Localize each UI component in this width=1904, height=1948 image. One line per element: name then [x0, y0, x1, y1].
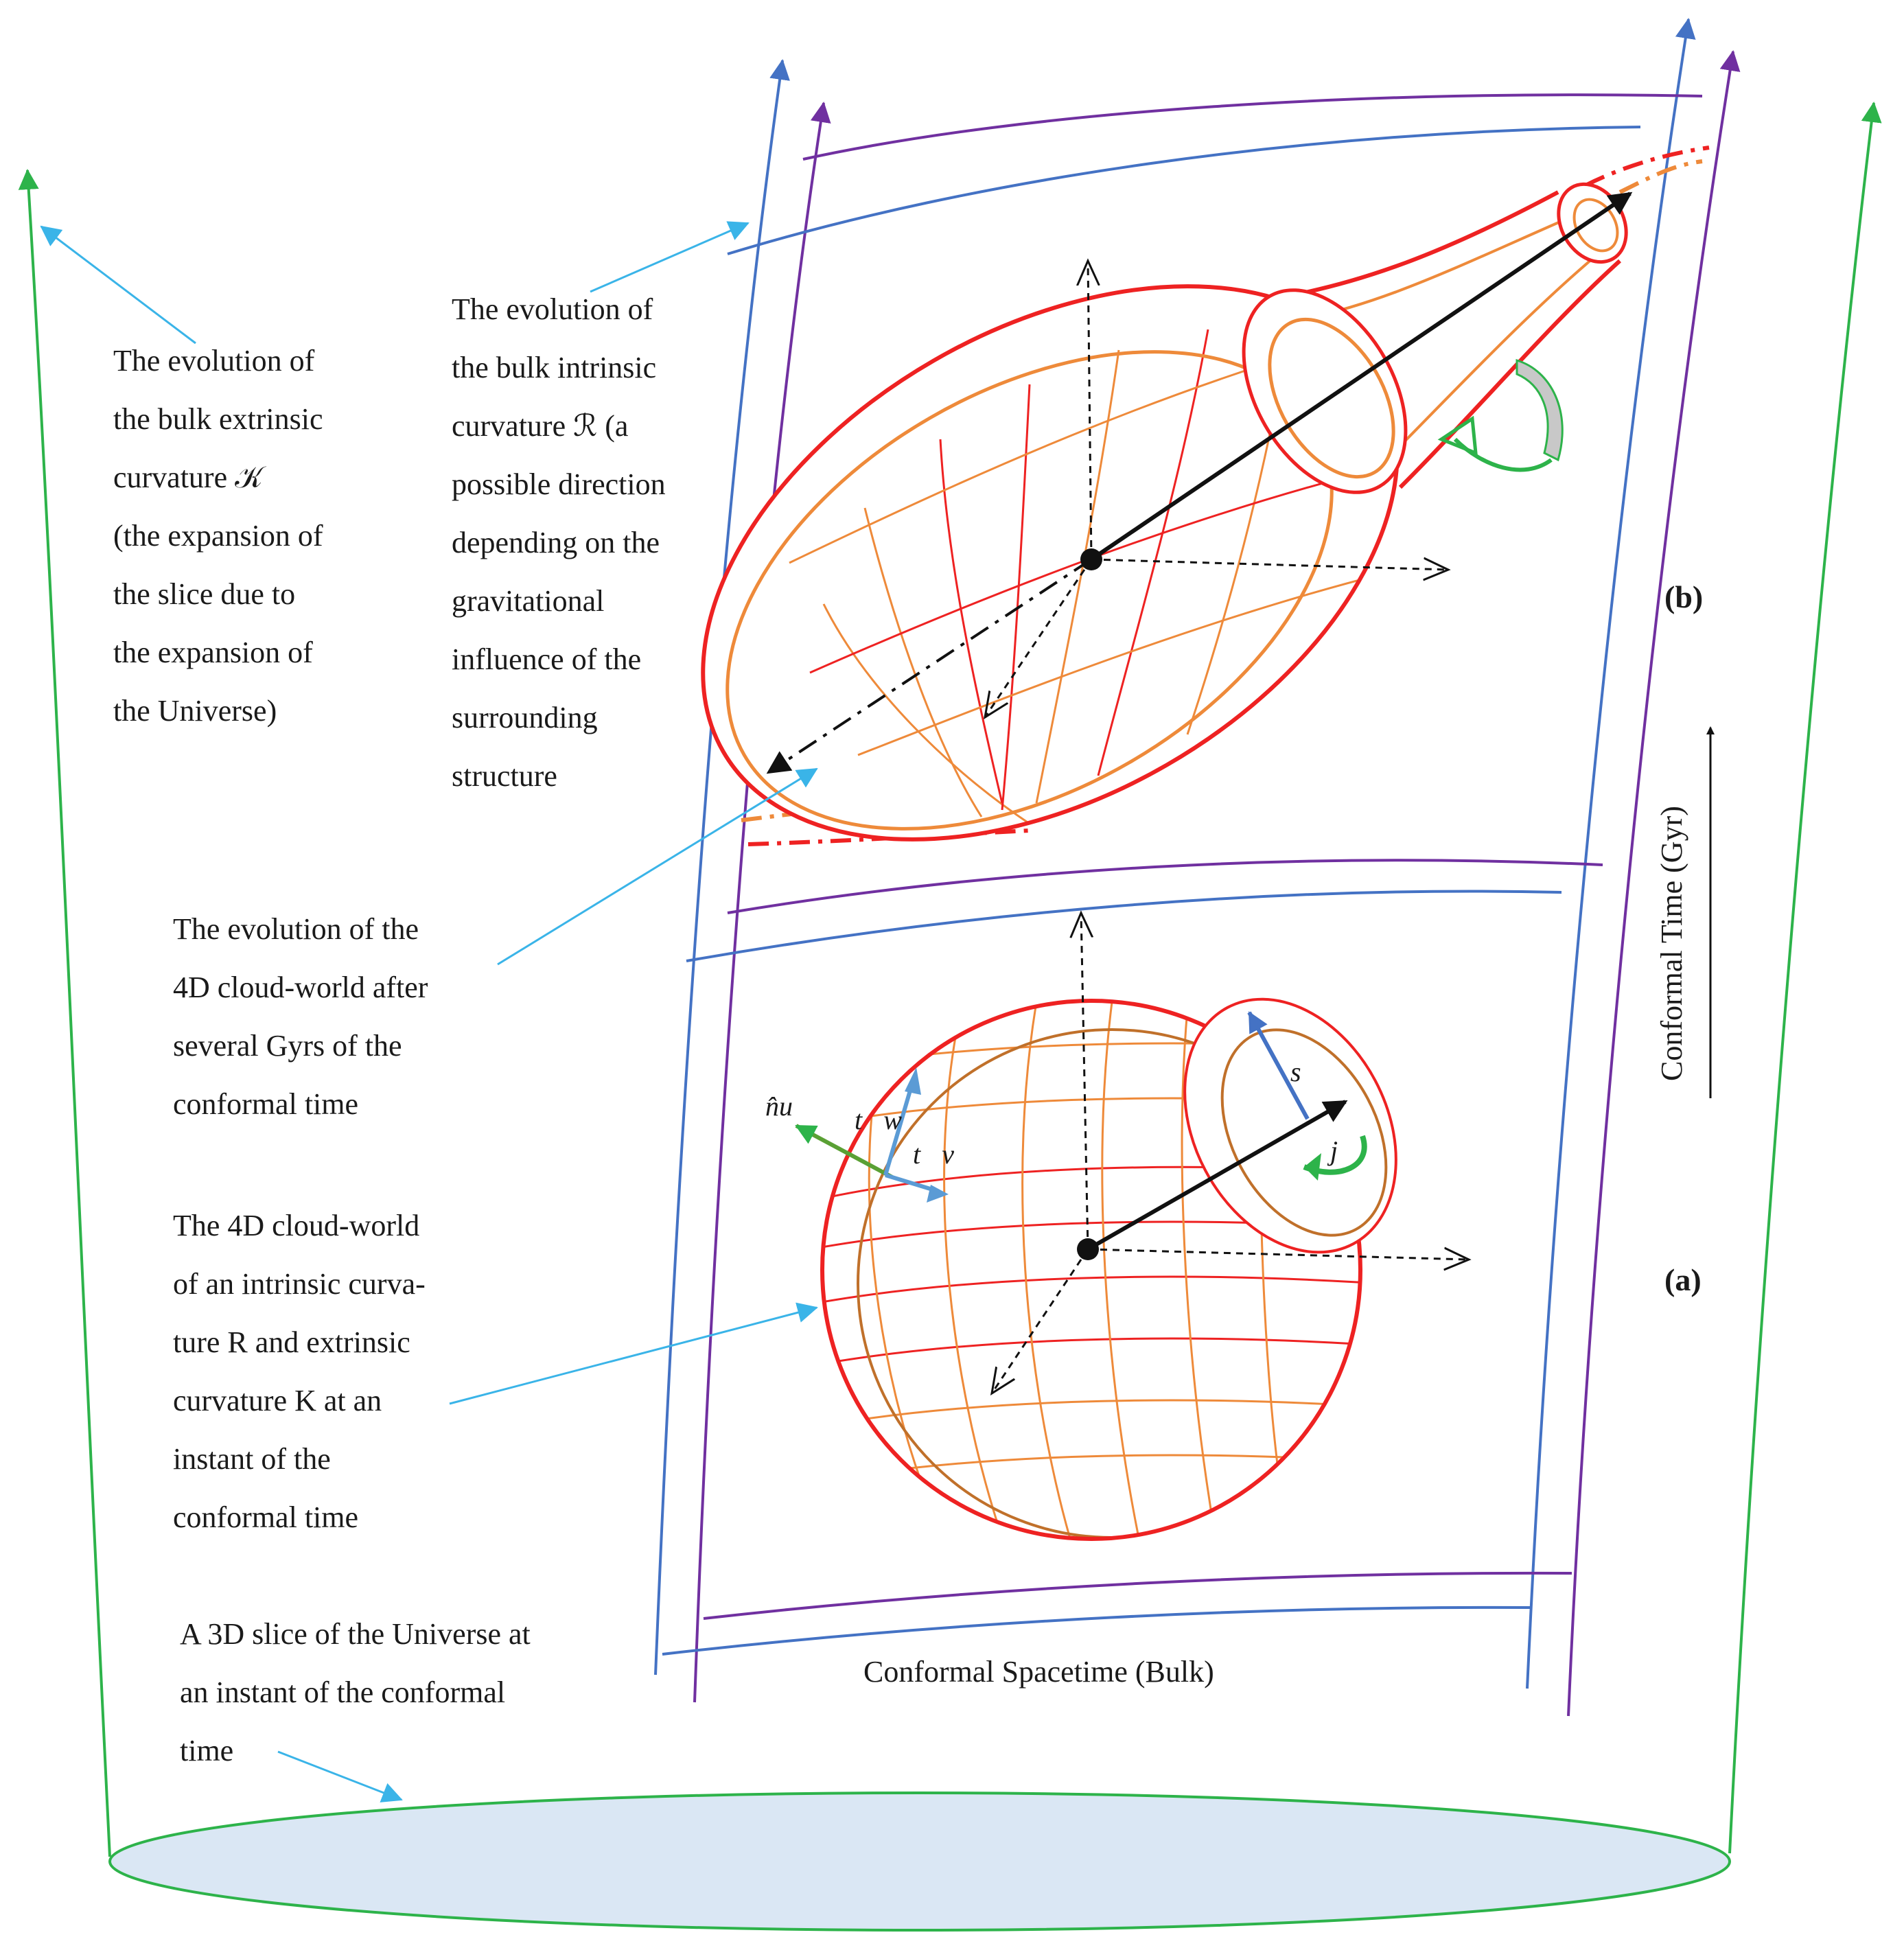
label-intrinsic-line: possible direction [452, 467, 666, 501]
label-extrinsic-line: the expansion of [113, 636, 313, 669]
label-extrinsic-line: the slice due to [113, 577, 295, 611]
label-intrinsic-line: depending on the [452, 526, 660, 559]
intrinsic-direction-forward [1090, 192, 1633, 561]
label-cloud-evolution-line: several Gyrs of the [173, 1029, 402, 1063]
label-cloud-world-line: instant of the [173, 1442, 331, 1476]
rotation-band-b [1516, 358, 1564, 462]
universe-left-edge [18, 169, 111, 1857]
universe-right-edge [1728, 102, 1882, 1854]
label-cloud-world-line: conformal time [173, 1500, 358, 1534]
label-time-axis: Conformal Time (Gyr) [1655, 806, 1688, 1081]
label-slice-line: time [180, 1734, 233, 1767]
sphere-outline [820, 999, 1362, 1541]
panel-label-b: (b) [1664, 579, 1703, 614]
label-cloud-evolution-line: The evolution of the [173, 912, 419, 946]
label-vector-s: s [1290, 1056, 1301, 1087]
label-bulk: Conformal Spacetime (Bulk) [863, 1655, 1214, 1689]
label-intrinsic-line: the bulk intrinsic [452, 351, 656, 384]
universe-3d-slice [108, 1792, 1731, 1932]
label-intrinsic-line: The evolution of [452, 292, 653, 326]
label-cloud-world-line: The 4D cloud-world [173, 1209, 419, 1242]
label-extrinsic-line: the bulk extrinsic [113, 402, 323, 436]
bulk-right-purple [1567, 50, 1741, 1717]
vector-j-axis [1087, 1100, 1348, 1251]
label-extrinsic-line: The evolution of [113, 344, 315, 378]
label-cloud-world-line: curvature K at an [173, 1384, 382, 1417]
label-intrinsic: The evolution of the bulk intrinsic curv… [452, 292, 666, 793]
bulk-frame [654, 18, 1741, 1717]
leader-arrows [40, 221, 818, 1802]
bulk-right-blue [1526, 18, 1696, 1689]
label-cloud-world: The 4D cloud-world of an intrinsic curva… [173, 1209, 426, 1534]
label-cloud-evolution-line: conformal time [173, 1087, 358, 1121]
vector-s [1247, 1011, 1310, 1120]
label-intrinsic-line: curvature ℛ (a [452, 409, 628, 443]
label-vector-n: n̂u [765, 1091, 793, 1122]
label-cloud-world-line: ture R and extrinsic [173, 1325, 410, 1359]
cloud-world-b [701, 146, 1710, 846]
vector-n-u [795, 1124, 894, 1179]
label-intrinsic-line: structure [452, 759, 557, 793]
label-slice-line: an instant of the conformal [180, 1675, 505, 1709]
vector-t-v [885, 1173, 938, 1193]
label-extrinsic-line: the Universe) [113, 694, 277, 728]
label-slice: A 3D slice of the Universe at an instant… [180, 1617, 531, 1767]
panel-label-a: (a) [1664, 1262, 1702, 1297]
label-vector-tv: t⃗v [913, 1139, 954, 1170]
label-extrinsic: The evolution of the bulk extrinsic curv… [113, 344, 323, 728]
label-intrinsic-line: gravitational [452, 584, 604, 618]
label-slice-line: A 3D slice of the Universe at [180, 1617, 531, 1651]
label-intrinsic-line: surrounding [452, 701, 598, 734]
label-vector-tw: t⃗w [855, 1104, 902, 1135]
label-extrinsic-line: (the expansion of [113, 519, 323, 553]
label-intrinsic-line: influence of the [452, 642, 641, 676]
vector-t-w [883, 1080, 915, 1176]
label-extrinsic-line: curvature 𝒦 [113, 461, 266, 494]
bulk-left-blue [654, 59, 790, 1675]
label-vector-j: j [1327, 1135, 1338, 1166]
label-cloud-evolution-line: 4D cloud-world after [173, 971, 428, 1004]
label-cloud-evolution: The evolution of the 4D cloud-world afte… [173, 912, 428, 1121]
bulk-left-purple [693, 102, 831, 1703]
label-cloud-world-line: of an intrinsic curva- [173, 1267, 426, 1301]
universe-boundary [18, 102, 1882, 1932]
cloud-world-a [795, 913, 1469, 1541]
